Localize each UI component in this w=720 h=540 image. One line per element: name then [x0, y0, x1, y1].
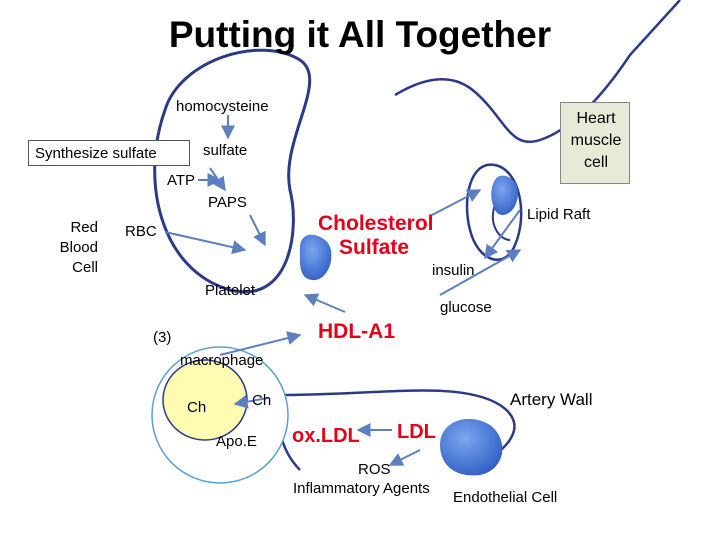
lipid-raft-ball — [491, 175, 519, 215]
ch-left-label: Ch — [187, 399, 207, 416]
sulfate-line: Sulfate — [338, 236, 409, 259]
page-title: Putting it All Together — [168, 14, 552, 55]
insulin-label: insulin — [432, 262, 475, 279]
arrow-paps-platelet — [249, 214, 266, 247]
muscle-line: muscle — [570, 132, 622, 149]
oxldl-label: ox.LDL — [292, 425, 360, 447]
paps-label: PAPS — [208, 194, 247, 211]
sulfate-label: sulfate — [203, 142, 248, 159]
hdl-a1-label: HDL-A1 — [318, 320, 395, 343]
heart-muscle-cell-box: Heart muscle cell — [560, 102, 630, 184]
arrow-ch-ch — [233, 394, 269, 409]
macrophage-label: macrophage — [180, 352, 264, 369]
arrow-sulfate-paps — [209, 167, 226, 192]
red-blood-cell-line-3: Cell — [72, 259, 98, 276]
synthesize-sulfate-label: Synthesize sulfate — [35, 145, 157, 162]
ldl-label: LDL — [397, 421, 436, 443]
cholesterol-sulfate-label: Cholesterol Sulfate — [318, 212, 434, 260]
arrow-ros — [388, 449, 421, 466]
inflammatory-agents-label: Inflammatory Agents — [293, 480, 430, 497]
cholesterol-line: Cholesterol — [318, 212, 434, 235]
heart-line: Heart — [576, 110, 616, 127]
artery-wall-membrane — [279, 389, 516, 472]
red-blood-cell-label: Red Blood Cell — [58, 218, 98, 278]
red-blood-cell-line-1: Red — [70, 219, 98, 236]
cell-line: cell — [583, 154, 608, 171]
arrow-rbc-platelet — [164, 231, 247, 255]
lipid-raft-loop — [465, 163, 523, 261]
endothelial-cell-label: Endothelial Cell — [453, 489, 558, 506]
artery-wall-label: Artery Wall — [510, 390, 593, 409]
endothelial-ball — [440, 418, 503, 476]
three-label: (3) — [153, 329, 172, 346]
homocysteine-label: homocysteine — [176, 98, 269, 115]
lipid-raft-label: Lipid Raft — [527, 206, 591, 223]
atp-label: ATP — [167, 172, 196, 189]
heart-cell-membrane — [394, 0, 681, 143]
ch-right-label: Ch — [252, 392, 272, 409]
arrow-macrophage-hdl — [219, 331, 302, 356]
arrow-hdl-platelet — [303, 293, 346, 313]
ros-label: ROS — [358, 461, 391, 478]
platelet-ball — [299, 234, 332, 281]
rbc-label: RBC — [125, 223, 157, 240]
apoe-label: Apo.E — [216, 433, 257, 450]
glucose-label: glucose — [440, 299, 492, 316]
synthesize-sulfate-box: Synthesize sulfate — [28, 140, 190, 166]
arrow-glucose — [439, 249, 522, 296]
heart-muscle-cell-label: Heart muscle cell — [561, 108, 631, 174]
arrow-insulin — [484, 209, 521, 260]
arrow-cholesterol-raft — [431, 189, 482, 216]
platelet-membrane — [153, 48, 312, 294]
red-blood-cell-line-2: Blood — [59, 239, 98, 256]
platelet-label: Platelet — [205, 282, 256, 299]
